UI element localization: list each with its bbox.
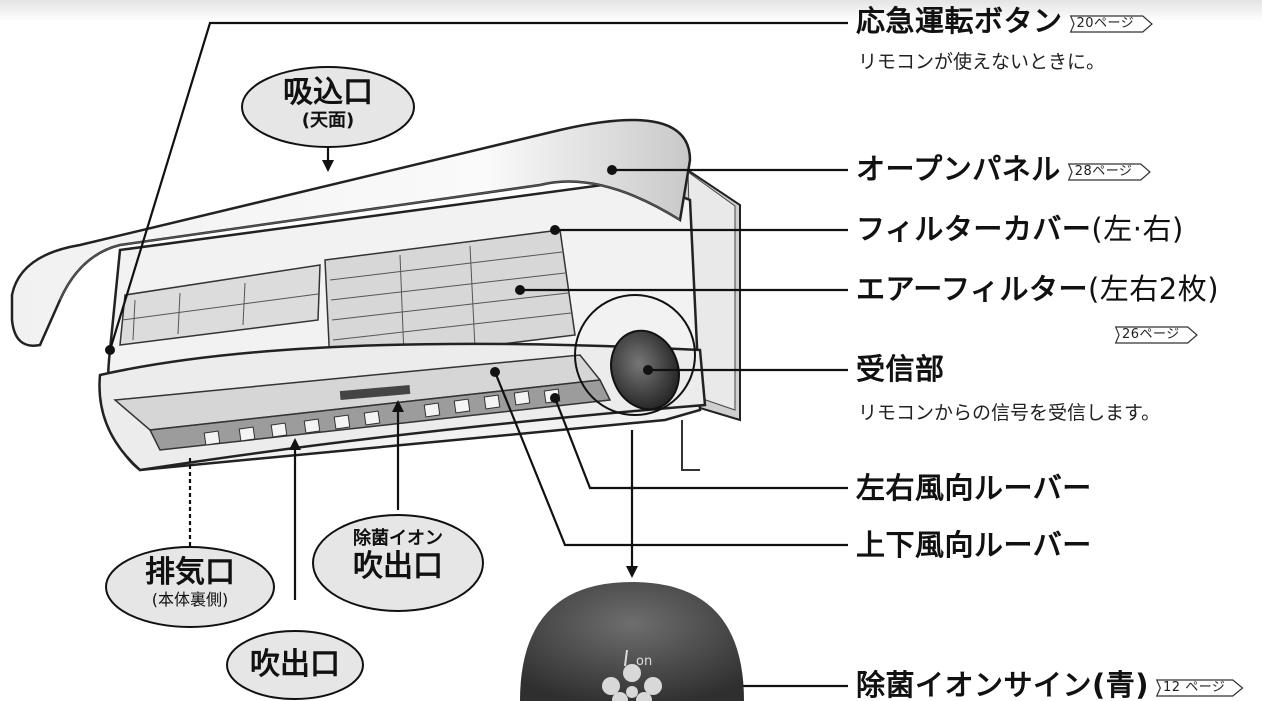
page-ref-badge: 12 ページ bbox=[1155, 679, 1243, 697]
page-ref-badge: 28ページ bbox=[1067, 163, 1151, 181]
ion-outlet-top: 除菌イオン bbox=[353, 528, 443, 549]
sign-on-text: on bbox=[636, 654, 652, 669]
arrowheads bbox=[289, 160, 638, 578]
page-ref-badge: 26ページ bbox=[1114, 326, 1198, 344]
exhaust-bubble: 排気口 (本体裏側) bbox=[120, 556, 260, 610]
sign-dots bbox=[602, 664, 662, 701]
label-lr-louver: 左右風向ルーバー bbox=[856, 471, 1092, 505]
outlet-title: 吹出口 bbox=[250, 647, 340, 682]
label-air-filter-ref: 26ページ bbox=[1108, 315, 1198, 349]
label-ion-sign: 除菌イオンサイン(青)12 ページ bbox=[856, 668, 1243, 701]
leader-lines bbox=[108, 21, 848, 688]
ion-outlet-title: 吹出口 bbox=[353, 549, 443, 584]
ion-sign-closeup: on bbox=[520, 582, 744, 701]
intake-title: 吸込口 bbox=[283, 75, 373, 110]
outlet-bubble: 吹出口 bbox=[235, 648, 355, 682]
intake-bubble: 吸込口 (天面) bbox=[258, 76, 398, 132]
label-bubbles bbox=[105, 66, 484, 700]
label-receiver: 受信部 bbox=[856, 352, 945, 386]
ion-outlet-bubble: 除菌イオン 吹出口 bbox=[328, 528, 468, 584]
page-ref-badge: 20ページ bbox=[1069, 15, 1153, 33]
label-ud-louver: 上下風向ルーバー bbox=[856, 528, 1092, 562]
open-panel bbox=[10, 118, 692, 347]
note-receiver: リモコンからの信号を受信します。 bbox=[858, 402, 1161, 424]
exhaust-title: 排気口 bbox=[145, 555, 235, 590]
exhaust-sub: (本体裏側) bbox=[151, 590, 229, 609]
intake-sub: (天面) bbox=[301, 110, 355, 131]
label-filter-cover: フィルターカバー(左·右) bbox=[856, 212, 1184, 246]
label-air-filter: エアーフィルター(左右2枚) bbox=[856, 272, 1220, 306]
note-emergency-button: リモコンが使えないときに。 bbox=[858, 51, 1106, 73]
